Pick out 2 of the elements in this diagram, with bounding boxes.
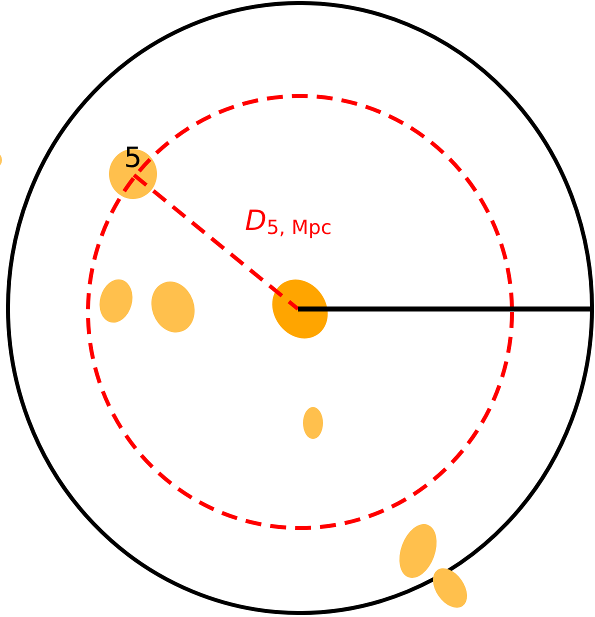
callout-number: 5 [124,144,142,172]
distance-label: D$_{5, Mpc}$ [245,207,332,238]
